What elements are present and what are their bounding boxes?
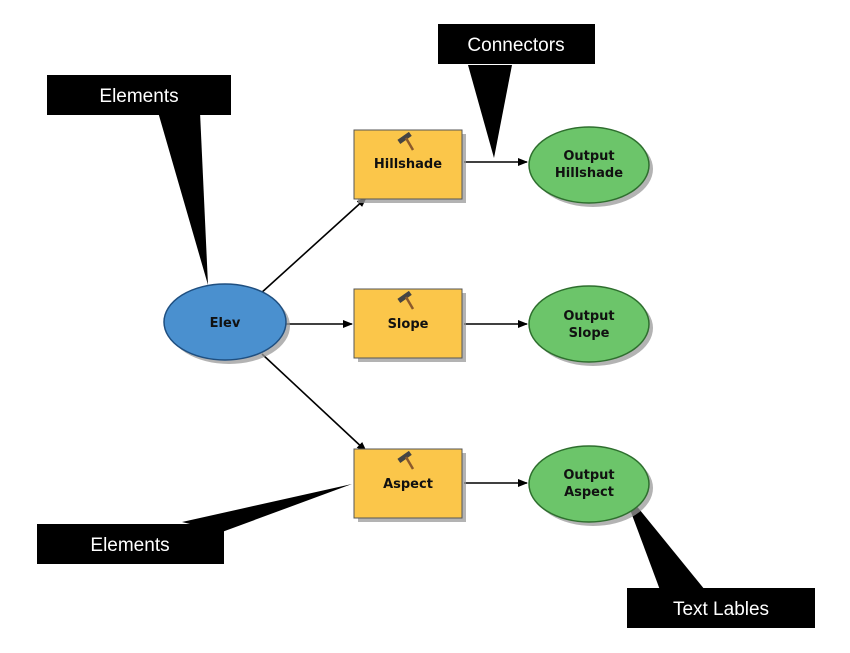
aspect-label: Aspect [383, 477, 433, 492]
callout-text-labels-label: Text Lables [673, 599, 769, 620]
tool-slope[interactable]: Slope [353, 288, 466, 362]
hammer-icon [397, 290, 415, 310]
connector-elev-aspect[interactable] [261, 353, 367, 452]
callout-pointer-connectors [468, 65, 512, 158]
output-hillshade-label-line2: Hillshade [555, 166, 623, 181]
elev-label: Elev [210, 316, 241, 331]
element-elev[interactable]: Elev [163, 283, 290, 364]
callout-pointer-elements-top [158, 112, 208, 285]
tool-hillshade[interactable]: Hillshade [353, 129, 466, 203]
output-hillshade-ellipse [528, 126, 650, 204]
slope-label: Slope [388, 317, 429, 332]
output-aspect-label-line2: Aspect [564, 485, 614, 500]
callout-connectors: Connectors [438, 24, 595, 64]
tool-aspect[interactable]: Aspect [353, 448, 466, 522]
output-aspect[interactable]: Output Aspect [528, 445, 653, 526]
output-slope[interactable]: Output Slope [528, 285, 653, 366]
callout-connectors-label: Connectors [467, 35, 564, 56]
output-hillshade[interactable]: Output Hillshade [528, 126, 653, 207]
output-aspect-label-line1: Output [563, 468, 614, 483]
hammer-icon [397, 131, 415, 151]
output-slope-label-line2: Slope [569, 326, 610, 341]
hammer-icon [397, 450, 415, 470]
callout-elements-bottom: Elements [37, 524, 224, 564]
output-slope-label-line1: Output [563, 309, 614, 324]
callout-elements-top-label: Elements [99, 86, 178, 107]
elev-ellipse [163, 283, 287, 361]
callout-elements-top: Elements [47, 75, 231, 115]
callout-elements-bottom-label: Elements [90, 535, 169, 556]
output-slope-ellipse [528, 285, 650, 363]
connector-elev-hillshade[interactable] [259, 197, 367, 295]
callout-pointer-text-labels [622, 488, 705, 590]
output-aspect-ellipse [528, 445, 650, 523]
callout-text-labels: Text Lables [627, 588, 815, 628]
callout-pointer-elements-bottom [182, 484, 352, 532]
hillshade-label: Hillshade [374, 157, 442, 172]
connectors [259, 158, 528, 487]
output-hillshade-label-line1: Output [563, 149, 614, 164]
